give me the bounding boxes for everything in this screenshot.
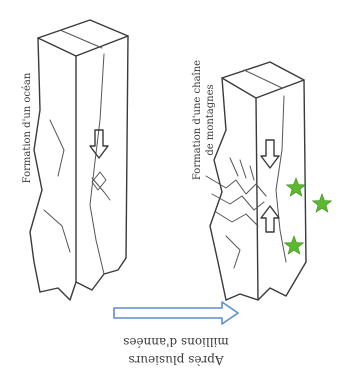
- left-crack-2: [44, 210, 70, 252]
- right-block-front-edge: [256, 98, 258, 300]
- star-icon: [287, 178, 306, 196]
- caption-line2: millions d'années: [123, 335, 229, 349]
- caption-line1: Après plusieurs: [128, 353, 224, 367]
- left-rift-top: [60, 30, 102, 48]
- right-block-top-face: [222, 62, 304, 98]
- left-block: [30, 20, 128, 300]
- right-block-label-line2: de montagnes: [205, 84, 216, 155]
- star-icon: [285, 236, 304, 254]
- right-block-label-line1: Formation d'une chaîne: [192, 60, 203, 180]
- left-block-right-edge: [126, 36, 128, 258]
- fold-line-3: [216, 212, 258, 226]
- left-rift-branch: [92, 178, 110, 200]
- up-arrow-icon: [261, 206, 279, 232]
- right-arrow-icon: [114, 302, 238, 324]
- left-crack-1: [50, 120, 64, 176]
- left-block-bottom-edge: [40, 258, 126, 300]
- right-block-right-edge: [304, 80, 306, 262]
- right-fault-top: [244, 70, 282, 88]
- right-block: [206, 62, 306, 300]
- left-block-top-face: [38, 20, 128, 56]
- star-icon: [313, 194, 332, 212]
- down-arrow-icon: [261, 140, 279, 168]
- right-suture-line: [276, 96, 286, 262]
- right-crack: [226, 236, 240, 268]
- left-rift-front: [90, 54, 104, 274]
- left-block-label: Formation d'un océan: [22, 72, 33, 183]
- fold-ticks: [230, 158, 254, 180]
- right-block-bottom-edge: [226, 262, 306, 300]
- down-arrow-icon: [90, 130, 108, 158]
